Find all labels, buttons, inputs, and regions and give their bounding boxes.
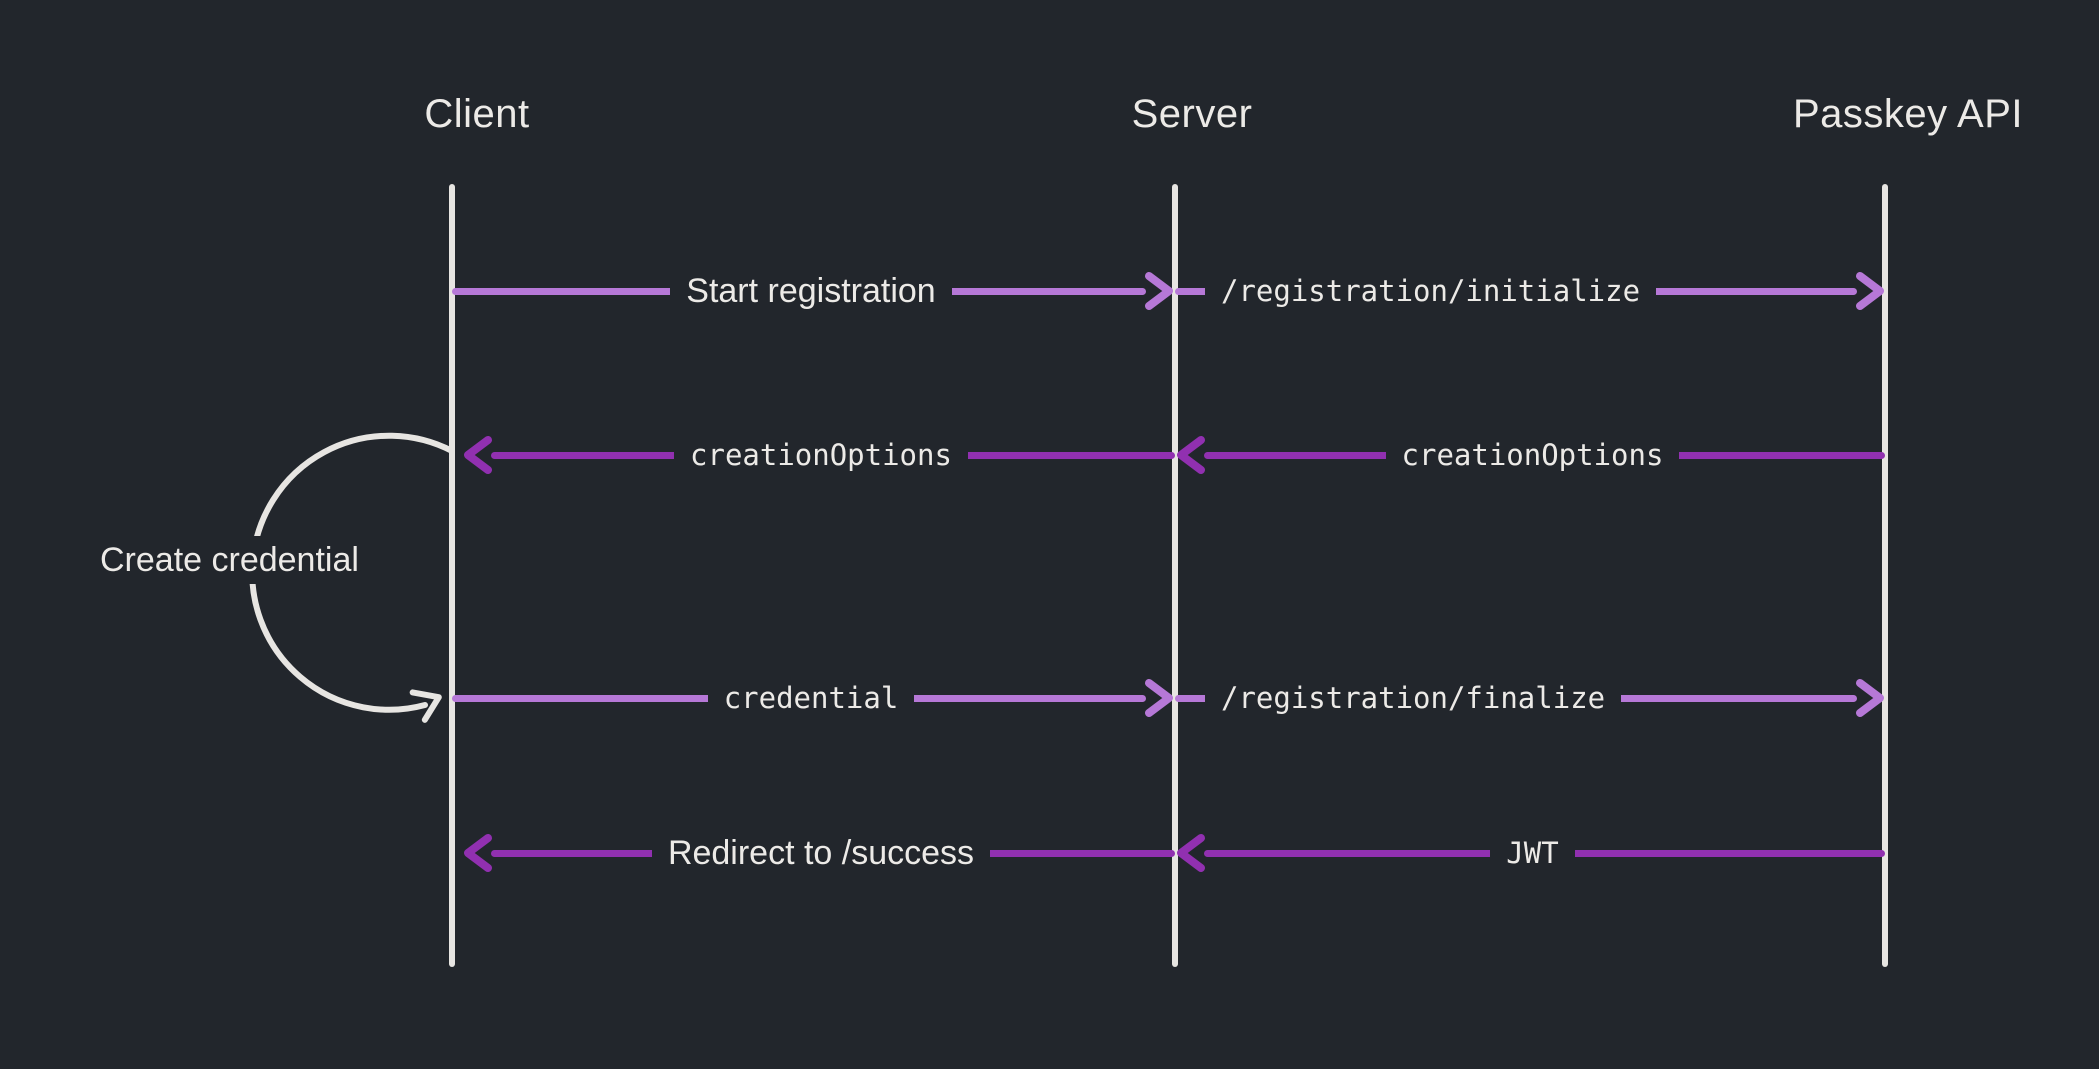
participant-client: Client [424,88,529,140]
message-redirect-success: Redirect to /success [464,831,1175,875]
arrowhead-right-icon [1145,272,1173,310]
arrowhead-loop-icon [409,689,442,723]
arrowhead-left-icon [464,834,492,872]
message-jwt: JWT [1177,831,1885,875]
message-start-registration: Start registration [452,269,1173,313]
arrowhead-right-icon [1856,679,1884,717]
message-creation-options-to-server: creationOptions [1177,433,1885,477]
message-registration-finalize: /registration/finalize [1175,676,1884,720]
message-label: creationOptions [674,438,968,472]
arrowhead-left-icon [1177,436,1205,474]
arrowhead-right-icon [1856,272,1884,310]
participant-passkey-api: Passkey API [1793,88,2023,140]
message-label: /registration/initialize [1205,274,1657,308]
arrowhead-left-icon [1177,834,1205,872]
lifeline-client [449,184,455,967]
participant-label: Client [424,92,530,136]
message-label: credential [707,681,915,715]
message-label: Start registration [670,271,952,311]
message-label: Redirect to /success [651,833,991,873]
message-label: JWT [1490,836,1575,870]
message-registration-initialize: /registration/initialize [1175,269,1884,313]
message-label: creationOptions [1385,438,1680,472]
participant-label: Passkey API [1792,92,2024,136]
message-credential: credential [452,676,1173,720]
lifeline-server [1172,184,1178,967]
message-creation-options-to-client: creationOptions [464,433,1175,477]
self-loop-label: Create credential [90,536,369,584]
participant-server: Server [1132,88,1253,140]
lifeline-passkey-api [1882,184,1888,967]
participant-label: Server [1131,92,1253,136]
arrowhead-right-icon [1145,679,1173,717]
arrowhead-left-icon [464,436,492,474]
message-label: /registration/finalize [1205,681,1622,715]
